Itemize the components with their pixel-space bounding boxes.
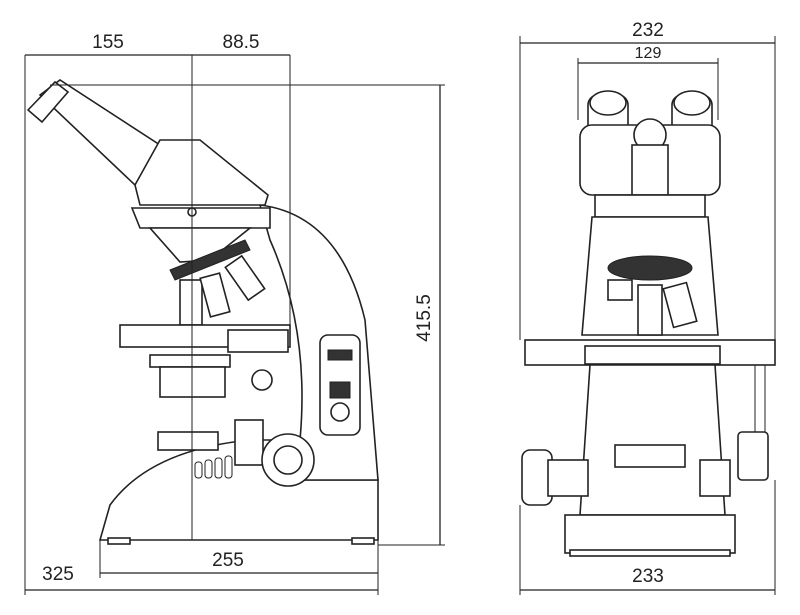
dim-88-5-label: 88.5	[223, 32, 260, 53]
dim-255-label: 255	[212, 550, 244, 571]
dim-155-label: 155	[92, 32, 124, 53]
dim-129-label: 129	[635, 45, 662, 62]
dim-415-5-label: 415.5	[414, 294, 435, 342]
dim-325-label: 325	[42, 564, 74, 585]
front-view-dimension-lines	[519, 36, 776, 595]
side-view-microscope	[26, 79, 379, 545]
front-view-microscope	[521, 90, 776, 557]
dim-232-label: 232	[632, 20, 664, 41]
side-view-dimension-lines	[24, 54, 445, 595]
dim-233-label: 233	[632, 566, 664, 587]
